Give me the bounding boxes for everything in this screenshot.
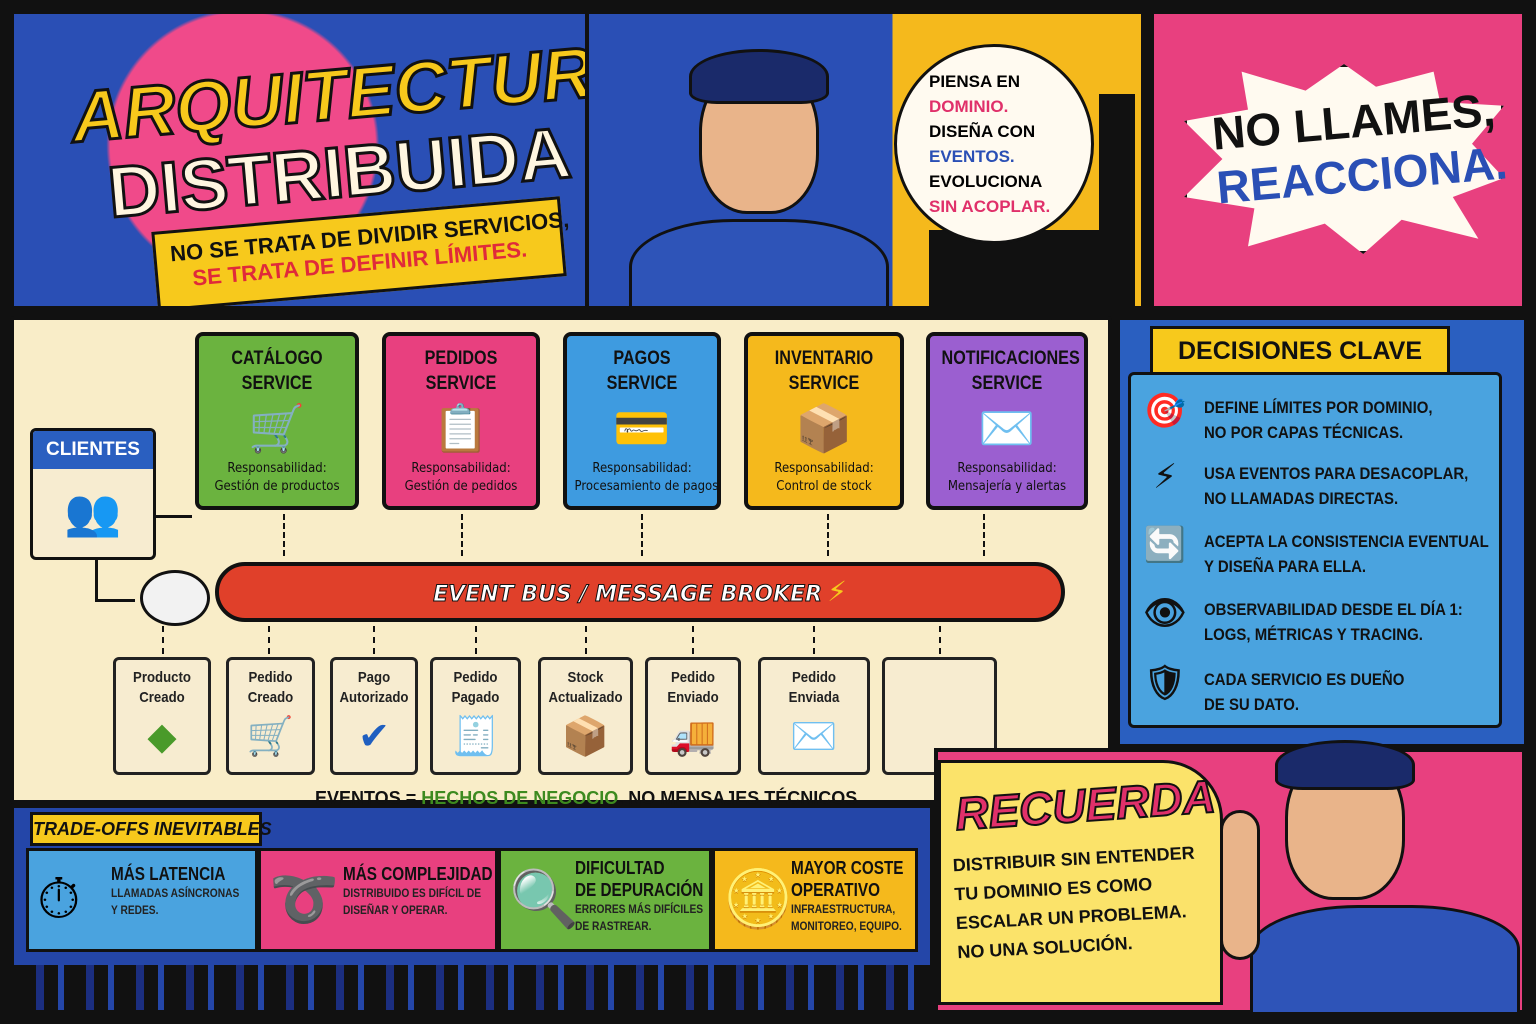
cycle-icon: 🔄 <box>1143 525 1187 565</box>
clipboard-icon: 📋 <box>432 401 490 455</box>
arrow-bus-event <box>268 626 270 654</box>
arrow-bus-event <box>939 626 941 654</box>
arrow-bus-event <box>585 626 587 654</box>
title-panel: ARQUITECTURA DISTRIBUIDA NO SE TRATA DE … <box>10 10 590 310</box>
bottom-skyline <box>14 965 930 1010</box>
tradeoffs-title: TRADE-OFFS INEVITABLES <box>30 812 272 846</box>
pointing-developer-illustration <box>1220 740 1520 1015</box>
envelope-icon: ✉️ <box>790 714 838 758</box>
arrow-service-bus <box>283 514 285 556</box>
decisions-list <box>1128 372 1502 728</box>
credit-card-icon: 💳 <box>613 401 671 455</box>
thinking-character-panel: PIENSA EN DOMINIO. DISEÑA CON EVENTOS. E… <box>585 10 1145 310</box>
receipt-icon: 🧾 <box>451 714 500 758</box>
tangle-icon: ➰ <box>269 867 339 932</box>
explosion-cloud <box>140 570 210 626</box>
slogan-panel: NO LLAMES, REACCIONA. <box>1150 10 1526 310</box>
magnifier-icon: 🔍 <box>509 867 579 932</box>
decisions-title: DECISIONES CLAVE <box>1150 326 1450 376</box>
lightning-icon: ⚡ <box>827 575 847 608</box>
events-caption: EVENTOS = HECHOS DE NEGOCIO, NO MENSAJES… <box>315 788 858 808</box>
users-icon: 👥 <box>64 485 122 539</box>
cart-icon: 🛒 <box>246 714 295 758</box>
arrow-bus-event <box>813 626 815 654</box>
arrow-service-bus <box>641 514 643 556</box>
arrow-service-bus <box>983 514 985 556</box>
coins-icon: 🪙 <box>723 867 793 932</box>
cart-icon: 🛒 <box>248 401 306 455</box>
clients-label: CLIENTES <box>33 431 153 469</box>
thinking-developer-illustration <box>629 44 889 306</box>
target-icon: 🎯 <box>1143 391 1187 431</box>
box-icon: 📦 <box>561 714 610 758</box>
arrow-bus-event <box>475 626 477 654</box>
arrow-clients-to-bus <box>95 560 135 602</box>
event-bus-label: EVENT BUS / MESSAGE BROKER <box>433 582 823 608</box>
envelope-icon: ✉️ <box>978 401 1036 455</box>
thought-bubble: PIENSA EN DOMINIO. DISEÑA CON EVENTOS. E… <box>894 44 1094 244</box>
reminder-bubble <box>938 760 1223 1005</box>
event-bus[interactable]: EVENT BUS / MESSAGE BROKER ⚡ <box>215 562 1065 622</box>
arrow-bus-event <box>692 626 694 654</box>
check-circle-icon: ✔ <box>358 714 390 758</box>
arrow-service-bus <box>461 514 463 556</box>
stopwatch-icon: ⏱ <box>37 867 81 932</box>
arrow-bus-event <box>162 626 164 654</box>
arrow-clients-to-catalog <box>156 515 192 518</box>
pointing-finger <box>1220 810 1260 960</box>
truck-icon: 🚚 <box>669 714 717 758</box>
skyscraper <box>1099 94 1135 306</box>
arrow-bus-event <box>373 626 375 654</box>
eye-icon: 👁 <box>1143 593 1187 633</box>
box-icon: 📦 <box>795 401 853 455</box>
lightning-icon: ⚡ <box>1153 457 1177 497</box>
clients-box[interactable]: CLIENTES 👥 <box>30 428 156 560</box>
arrow-service-bus <box>827 514 829 556</box>
shield-icon: 🛡 <box>1143 663 1187 703</box>
cube-icon: ◆ <box>147 714 177 758</box>
